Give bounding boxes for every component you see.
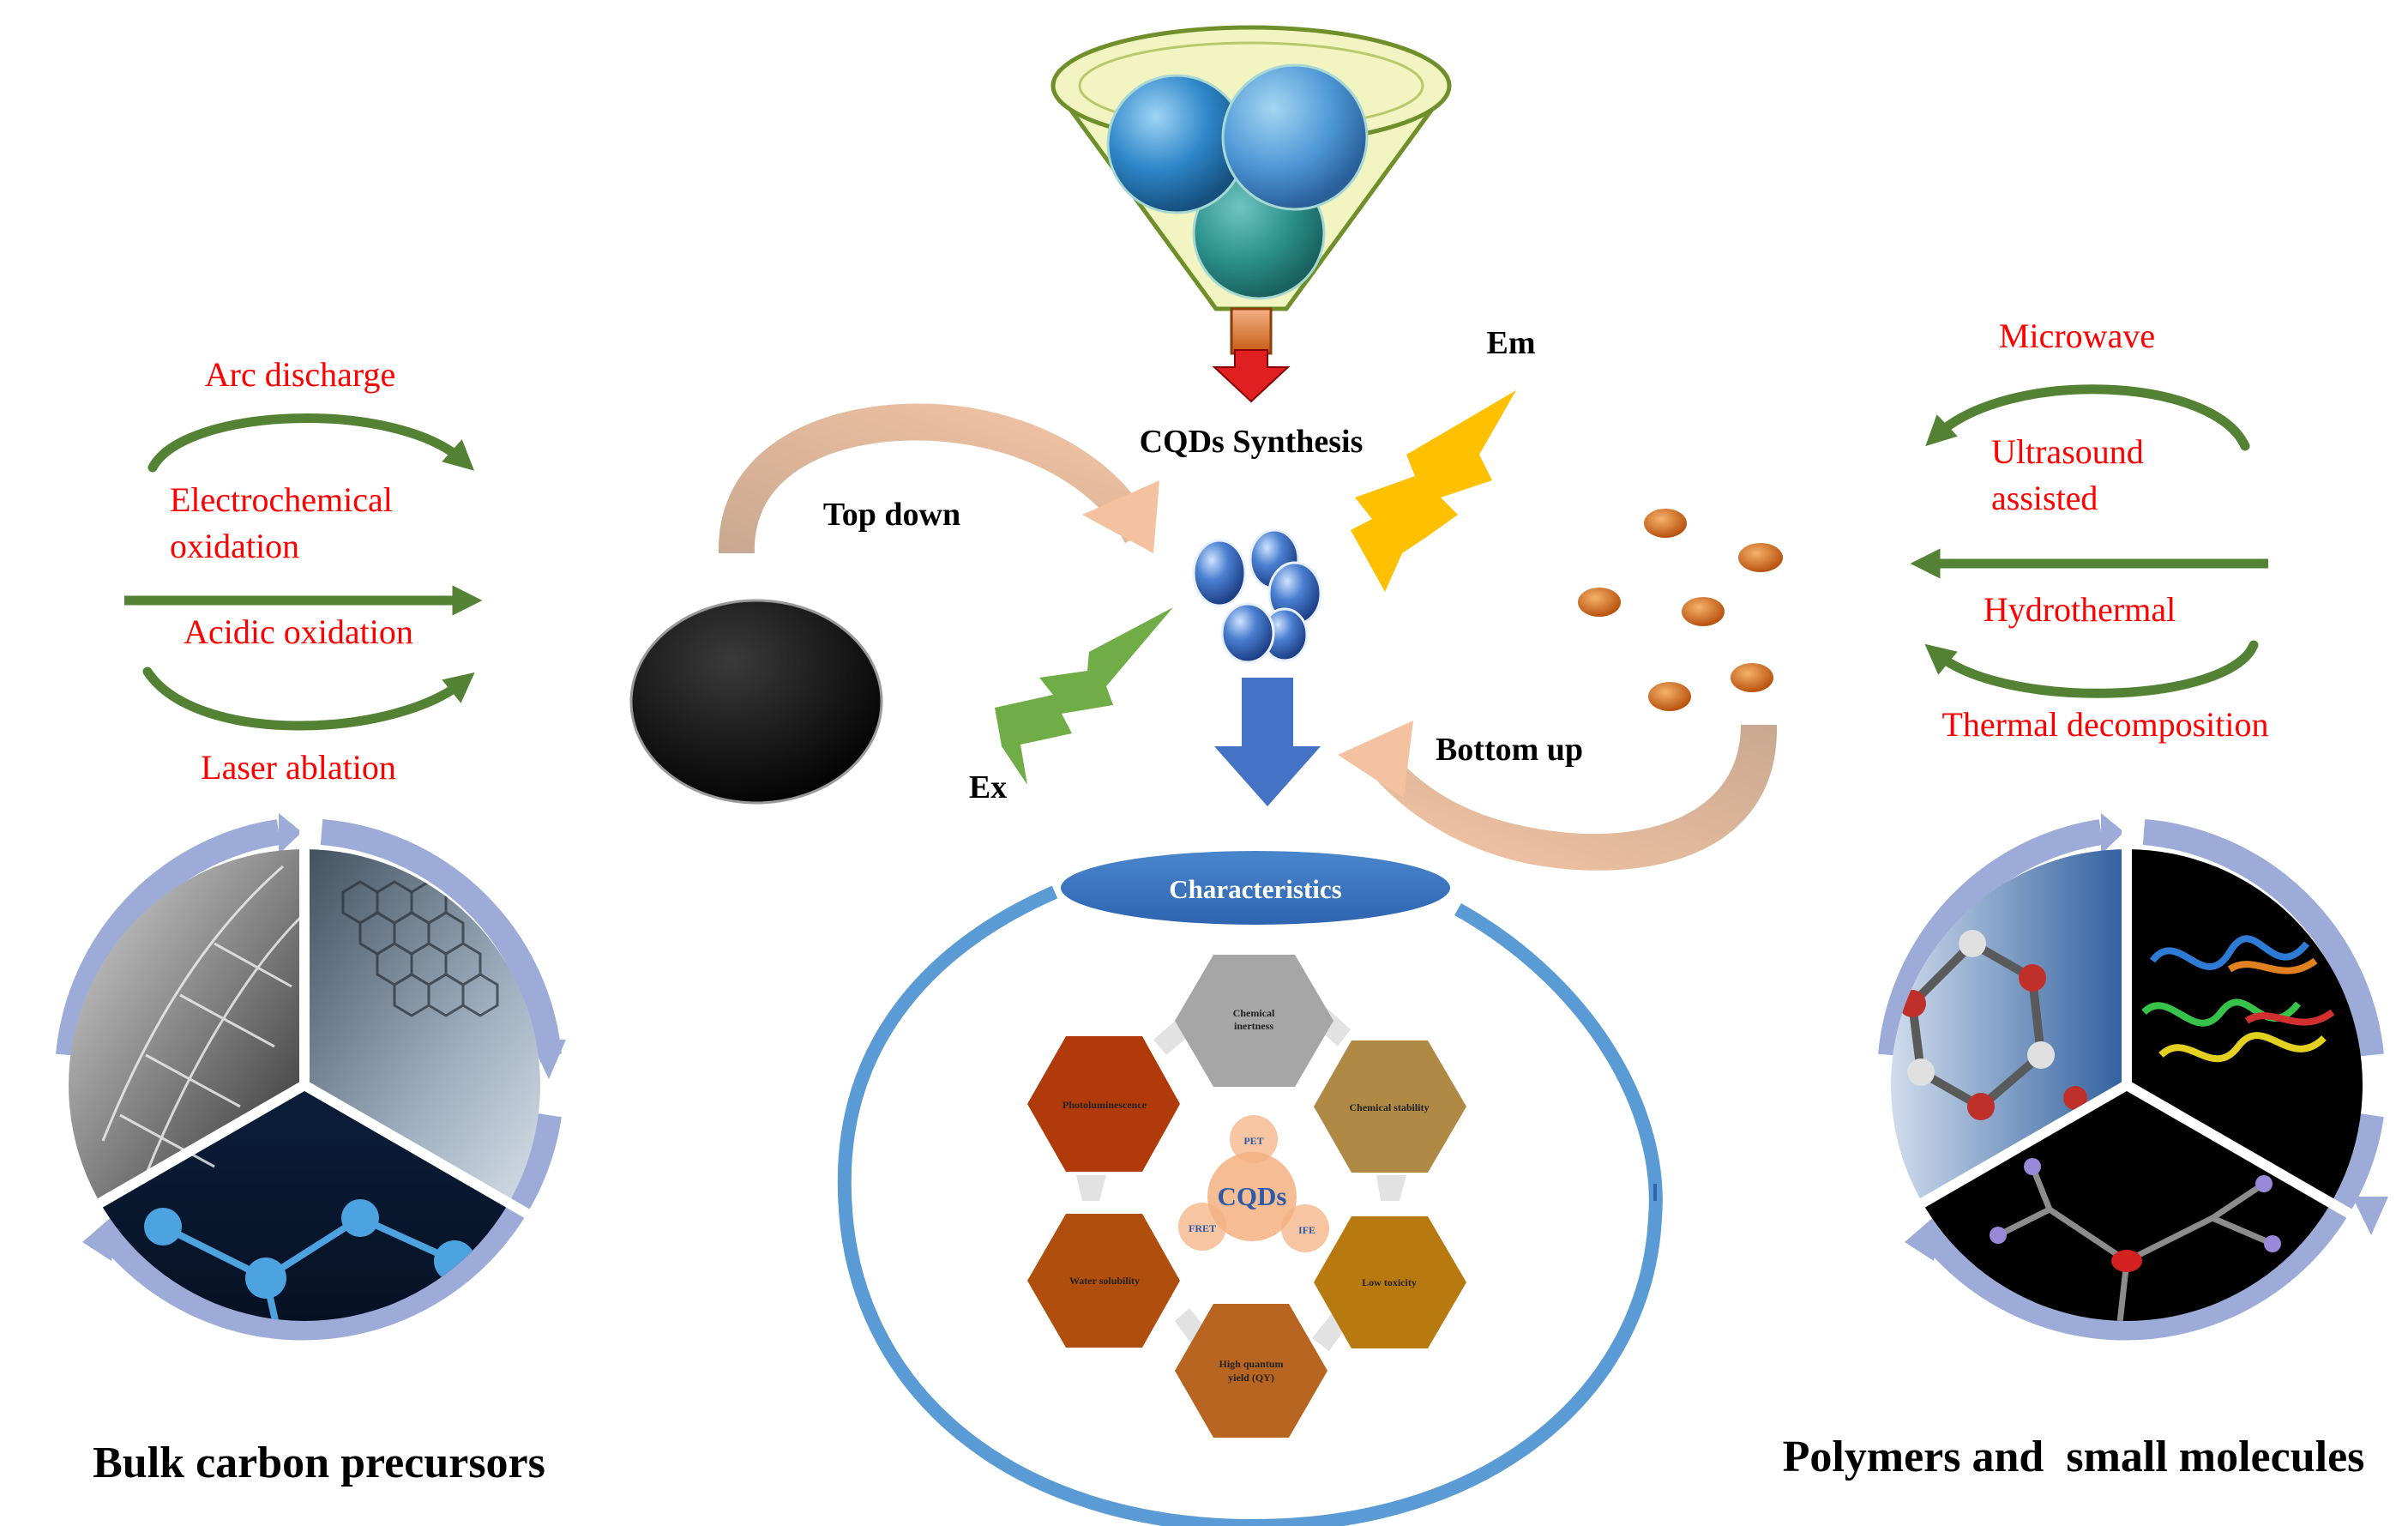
cycle-arrow <box>1925 384 2250 451</box>
method-electrochemical-line1: Electrochemical <box>170 480 393 519</box>
bottom-up-route-arrow <box>1338 721 1778 871</box>
mechanism-pet <box>1230 1115 1278 1163</box>
wheel-ring-segment <box>1914 1113 2384 1341</box>
synthesis-down-arrow <box>1212 349 1291 403</box>
bulk-carbon-caption: Bulk carbon precursors <box>93 1439 545 1487</box>
mechanism-fret-label: FRET <box>1189 1222 1216 1234</box>
hex-low-toxicity: Low toxicity <box>1314 1216 1466 1348</box>
method-arc-discharge: Arc discharge <box>205 355 396 394</box>
protein-ribbon-illustration <box>2141 935 2335 1063</box>
precursor-dot <box>1648 682 1691 711</box>
wheel-arrowhead <box>2101 813 2124 854</box>
method-microwave: Microwave <box>1999 317 2155 355</box>
funnel-sphere <box>1221 63 1369 211</box>
synthesis-title: CQDs Synthesis <box>1140 424 1364 460</box>
cqd-particle <box>1220 602 1275 664</box>
top-down-route-arrow <box>718 403 1159 553</box>
wheel-ring-segment <box>56 819 281 1057</box>
method-ultrasound-line2: assisted <box>1991 479 2098 517</box>
hex-label-line: inertness <box>1234 1020 1273 1032</box>
characteristics-panel: Characteristics Chemical inertness Chemi… <box>837 851 1663 1526</box>
cqd-core-label: CQDs <box>1218 1181 1287 1211</box>
small-molecule-wheel <box>1878 813 2388 1341</box>
mechanism-ife-label: IFE <box>1298 1224 1315 1236</box>
cqd-to-characteristics-arrow <box>1214 678 1321 806</box>
precursor-dot <box>1738 543 1783 572</box>
mechanism-fret <box>1178 1203 1226 1251</box>
cycle-arrow <box>1924 640 2259 698</box>
hex-high-quantum-yield: High quantum yield (QY) <box>1175 1304 1327 1438</box>
precursor-dot <box>1731 663 1773 692</box>
wheel-arrowhead <box>279 813 302 854</box>
hex-label-line: Chemical <box>1233 1007 1275 1019</box>
precursor-dot <box>1682 597 1725 626</box>
bulk-carbon-wheel <box>56 813 566 1341</box>
hex-label-line: Low toxicity <box>1362 1276 1417 1288</box>
method-electrochemical-line2: oxidation <box>170 527 299 565</box>
excitation-label: Ex <box>969 769 1007 805</box>
cycle-arrow <box>142 666 475 731</box>
hex-chemical-stability: Chemical stability <box>1314 1040 1466 1173</box>
wheel-arrowhead <box>2352 1197 2388 1235</box>
mechanism-ife <box>1281 1204 1329 1252</box>
graphene-hex-grid <box>341 880 499 1017</box>
emission-label: Em <box>1487 325 1536 361</box>
hex-label-line: yield (QY) <box>1228 1372 1274 1384</box>
hex-photoluminescence: Photoluminescence <box>1027 1036 1180 1172</box>
nanotube-illustration <box>101 865 302 1176</box>
wheel-ring-segment <box>92 1113 562 1341</box>
method-laser-ablation: Laser ablation <box>201 748 396 787</box>
characteristics-title-pill <box>1061 851 1450 925</box>
synthesis-funnel <box>1050 25 1452 403</box>
glucose-ring-illustration <box>1899 930 2087 1120</box>
mechanism-pet-label: PET <box>1243 1135 1263 1147</box>
hex-label-line: Water solubility <box>1069 1275 1140 1287</box>
wheel-ring-segment <box>320 819 562 1057</box>
hex-label-line: Chemical stability <box>1350 1101 1430 1113</box>
excitation-bolt <box>995 607 1173 785</box>
characteristics-title: Characteristics <box>1169 874 1341 904</box>
cqd-cluster <box>1192 528 1322 664</box>
small-molecules-caption: Polymers and small molecules <box>1783 1433 2365 1481</box>
precursor-dot <box>1578 588 1621 617</box>
molecular-precursors <box>1578 509 1783 711</box>
cqd-particle <box>1192 539 1247 607</box>
cqd-core <box>1207 1152 1297 1241</box>
wheel-arrowhead <box>82 1209 120 1261</box>
dendrimer-illustration <box>1996 1165 2274 1321</box>
hex-chemical-inertness: Chemical inertness <box>1175 955 1333 1087</box>
hex-label-line: High quantum <box>1219 1358 1283 1370</box>
funnel-stem <box>1230 307 1273 355</box>
hex-label-line: Photoluminescence <box>1063 1099 1147 1111</box>
precursor-dot <box>1644 509 1687 538</box>
method-ultrasound-line1: Ultrasound <box>1991 432 2144 471</box>
top-down-label: Top down <box>823 497 960 533</box>
cycle-arrow <box>147 413 475 473</box>
top-down-methods: Arc discharge Electrochemical oxidation … <box>124 355 483 787</box>
emission-bolt <box>1351 390 1516 592</box>
bulk-carbon-disk <box>629 599 883 805</box>
method-acidic-oxidation: Acidic oxidation <box>184 612 413 651</box>
bottom-up-label: Bottom up <box>1436 732 1583 768</box>
dendrimer-atoms <box>1990 1158 2281 1252</box>
wheel-ring-segment <box>2142 819 2384 1057</box>
method-thermal-decomposition: Thermal decomposition <box>1941 705 2268 744</box>
wheel-arrowhead <box>1905 1209 1942 1261</box>
wheel-ring-segment <box>1878 819 2104 1057</box>
dendrimer-core <box>2111 1250 2142 1272</box>
wheel-arrowhead <box>530 1040 566 1079</box>
hex-water-solubility: Water solubility <box>1027 1214 1180 1348</box>
bottom-up-methods: Microwave Ultrasound assisted Hydrotherm… <box>1910 317 2269 744</box>
method-hydrothermal: Hydrothermal <box>1984 590 2176 629</box>
cqd-mechanism-cluster: CQDs PET FRET IFE <box>1178 1115 1329 1252</box>
